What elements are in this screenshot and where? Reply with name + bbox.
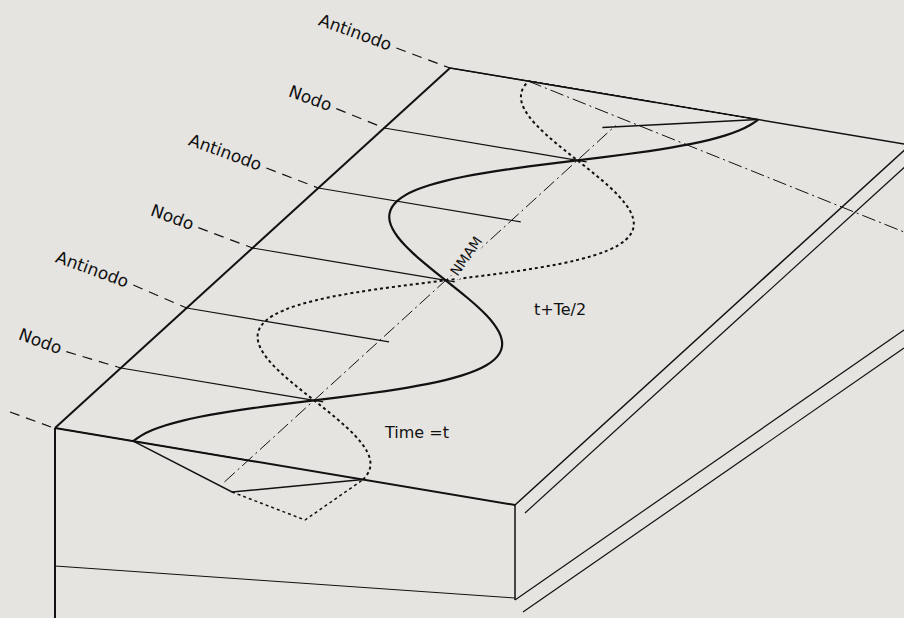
basin-edge bbox=[450, 68, 904, 149]
leader-line bbox=[336, 109, 384, 128]
wave-point-label: Nodo bbox=[148, 201, 196, 235]
wave-point-label: Nodo bbox=[16, 325, 64, 359]
leader-line bbox=[10, 412, 51, 427]
back-wall-profile bbox=[528, 81, 758, 120]
leader-line bbox=[133, 285, 186, 308]
wave-profile-half-period bbox=[258, 81, 634, 480]
section-line bbox=[55, 428, 257, 462]
leader-line bbox=[396, 48, 450, 68]
label-leaders bbox=[66, 48, 450, 368]
section-line bbox=[450, 68, 652, 102]
section-line bbox=[121, 368, 323, 402]
basin-edge bbox=[523, 348, 904, 612]
time-label: t+Te/2 bbox=[534, 301, 586, 319]
leader-line bbox=[66, 352, 121, 368]
section-line bbox=[318, 188, 520, 222]
basin-drawing bbox=[10, 68, 904, 618]
section-line bbox=[384, 128, 586, 162]
wave-point-label: Antinodo bbox=[316, 11, 394, 55]
wave-point-label: Antinodo bbox=[186, 131, 264, 175]
basin-edge bbox=[515, 330, 904, 600]
basin-edge bbox=[525, 153, 904, 513]
basin-edge bbox=[55, 68, 450, 428]
basin-edge bbox=[54, 428, 56, 618]
back-wall-profile bbox=[602, 120, 758, 128]
mean-level-line bbox=[225, 126, 616, 482]
front-wall-profile bbox=[133, 441, 363, 492]
leader-line bbox=[198, 228, 252, 248]
axis-label: NMAM bbox=[446, 232, 487, 281]
basin-edge bbox=[55, 566, 515, 598]
section-line bbox=[187, 308, 389, 342]
wave-point-label: Antinodo bbox=[53, 248, 131, 292]
section-line bbox=[253, 248, 455, 282]
mean-level-line bbox=[528, 81, 904, 232]
front-wall-profile bbox=[232, 480, 363, 520]
leader-line bbox=[266, 168, 318, 188]
basin-edge bbox=[515, 145, 904, 505]
wave-point-label: Nodo bbox=[286, 82, 334, 116]
basin-edge bbox=[514, 505, 516, 600]
time-label: Time =t bbox=[383, 424, 451, 442]
